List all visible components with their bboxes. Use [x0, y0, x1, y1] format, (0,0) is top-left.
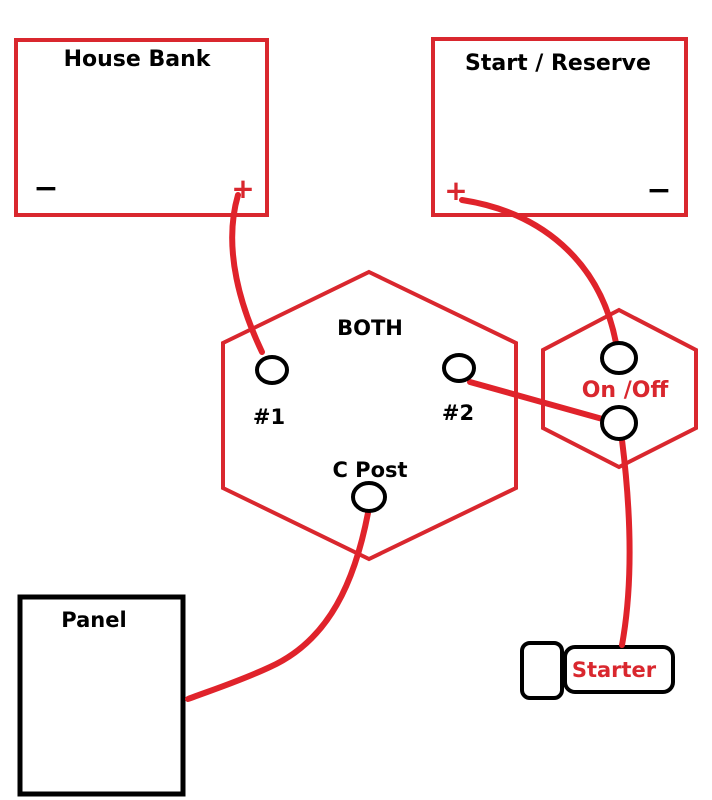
- wire-onoff-to-starter[interactable]: [619, 437, 633, 648]
- start-reserve-negative-terminal: −: [646, 173, 671, 208]
- selector-switch-label: BOTH: [337, 316, 403, 340]
- wire-c-post-to-panel[interactable]: [185, 510, 371, 702]
- panel-label: Panel: [61, 608, 126, 632]
- onoff-top-post[interactable]: [600, 341, 638, 375]
- start-reserve-battery[interactable]: Start / Reserve + −: [431, 37, 688, 217]
- onoff-switch-label: On /Off: [582, 378, 670, 403]
- post-1-label: #1: [253, 405, 285, 429]
- house-bank-box: [14, 38, 269, 217]
- panel[interactable]: Panel: [17, 594, 186, 797]
- start-reserve-label: Start / Reserve: [465, 51, 651, 76]
- starter-body: [563, 645, 675, 694]
- selector-switch-outline: [221, 269, 518, 562]
- post-c-label: C Post: [332, 458, 407, 482]
- starter[interactable]: Starter: [520, 641, 675, 700]
- post-2[interactable]: [442, 353, 476, 383]
- starter-end-cap: [520, 641, 564, 700]
- start-reserve-box: [431, 37, 688, 217]
- post-c[interactable]: [351, 481, 387, 513]
- onoff-switch[interactable]: On /Off: [541, 307, 698, 470]
- starter-label: Starter: [572, 658, 657, 682]
- onoff-switch-outline: [541, 307, 698, 470]
- posts: [255, 341, 638, 513]
- post-1[interactable]: [255, 355, 289, 385]
- selector-switch[interactable]: BOTH #1 #2 C Post: [221, 269, 518, 562]
- house-bank-negative-terminal: −: [33, 171, 58, 206]
- onoff-bottom-post[interactable]: [600, 405, 638, 441]
- wire-start-positive-to-onoff[interactable]: [459, 197, 619, 346]
- wire-house-positive-to-post-1[interactable]: [229, 192, 265, 355]
- post-2-label: #2: [442, 401, 474, 425]
- panel-box: [17, 594, 186, 797]
- wires: [185, 192, 633, 702]
- house-bank-label: House Bank: [64, 47, 212, 72]
- wire-post-2-to-onoff[interactable]: [467, 379, 609, 423]
- house-bank-battery[interactable]: House Bank − +: [14, 38, 269, 217]
